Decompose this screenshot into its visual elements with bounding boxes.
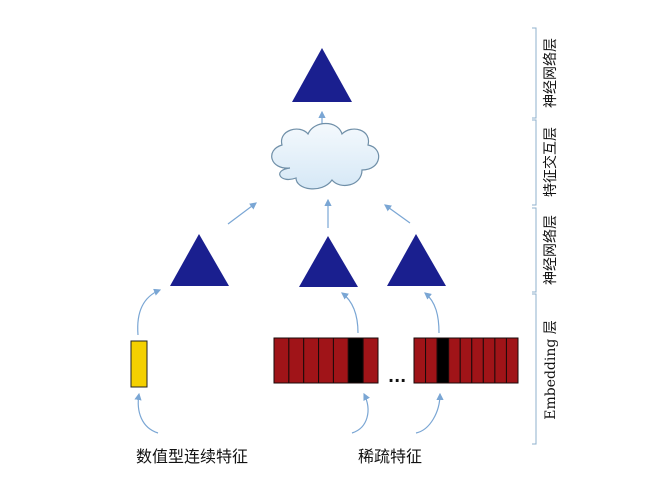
- sparse-embedding-field-2: [413, 337, 519, 384]
- layer-label-embedding: Embedding 层: [543, 320, 559, 420]
- embedding-cell-active: [436, 337, 450, 384]
- embedding-cell: [273, 337, 290, 384]
- layer-bracket-top-dnn: [532, 27, 537, 119]
- embedding-cell: [482, 337, 496, 384]
- layer-bracket-embedding: [532, 293, 537, 445]
- embedding-cell: [362, 337, 379, 384]
- arrow-dense-embedding-to-network: [137, 288, 162, 336]
- layer-bracket-interaction: [532, 119, 537, 206]
- layer-label-dnn: 神经网络层: [543, 215, 559, 285]
- embedding-cell: [332, 337, 349, 384]
- embedding-cell: [459, 337, 473, 384]
- arrow-sparse-embedding-2-to-network: [424, 292, 440, 334]
- layer-label-top-dnn: 神经网络层: [543, 38, 559, 108]
- sparse-feature-label: 稀疏特征: [358, 447, 422, 466]
- embedding-cell-active: [347, 337, 364, 384]
- output-network-triangle: [292, 48, 352, 102]
- arrow-sparse-embedding-1-to-network: [341, 292, 359, 334]
- embedding-cell: [494, 337, 507, 384]
- arrow-sparse-input-to-embedding-1: [351, 392, 370, 434]
- embedding-cell: [448, 337, 461, 384]
- layer-bracket-dnn: [532, 207, 537, 293]
- sparse-embedding-field-1: [273, 337, 379, 384]
- arrow-dense-input-to-embedding: [134, 392, 159, 434]
- interaction-cloud: [271, 122, 380, 190]
- dense-embedding-block: [130, 340, 148, 388]
- arrow-sparse-input-to-embedding-2: [415, 392, 444, 434]
- embedding-cell: [505, 337, 519, 384]
- ellipsis: ...: [388, 367, 406, 386]
- arrow-left-triangle-to-cloud: [227, 202, 257, 225]
- embedding-cell: [425, 337, 438, 384]
- embedding-cell: [413, 337, 427, 384]
- embedding-cell: [288, 337, 305, 384]
- sparse-network-triangle-2: [387, 234, 446, 286]
- dense-feature-label: 数值型连续特征: [136, 447, 248, 466]
- arrow-right-triangle-to-cloud: [384, 204, 411, 224]
- embedding-cell: [471, 337, 484, 384]
- dense-network-triangle: [170, 234, 229, 286]
- layer-label-interaction: 特征交互层: [542, 127, 559, 197]
- embedding-cell: [303, 337, 320, 384]
- embedding-cell: [318, 337, 334, 384]
- sparse-network-triangle-1: [299, 236, 358, 287]
